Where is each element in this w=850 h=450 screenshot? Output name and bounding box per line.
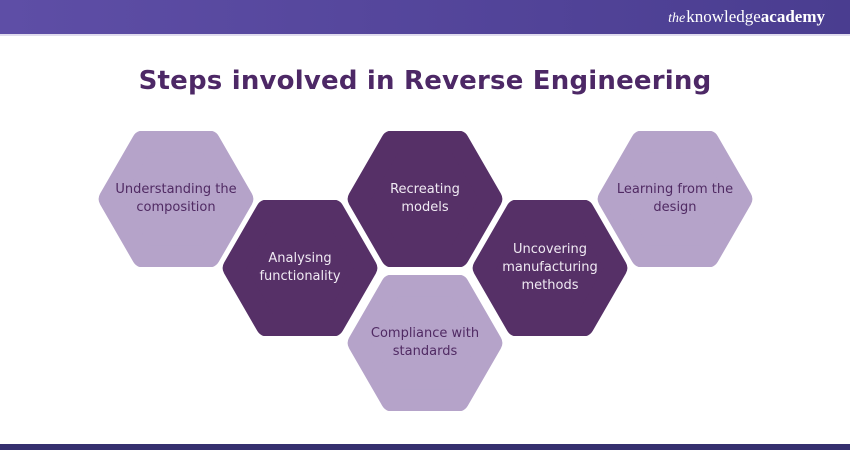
hexagon-label: Learning from the design [616, 182, 734, 215]
hexagon-label: Recreating models [390, 182, 460, 215]
hexagon-step-5: Uncovering manufacturing methods [471, 200, 629, 336]
hexagon-shape [347, 275, 503, 411]
logo-academy: academy [760, 7, 825, 26]
header-bar: theknowledgeacademy [0, 0, 850, 36]
hexagon-step-4: Compliance with standards [346, 275, 504, 411]
hexagon-label: Compliance with standards [370, 326, 480, 359]
logo-knowledge: knowledge [686, 7, 761, 26]
page-title: Steps involved in Reverse Engineering [138, 66, 712, 96]
hexagon-shape [347, 131, 503, 267]
hexagon-label: Uncovering manufacturing methods [502, 242, 598, 293]
footer-bar [0, 444, 850, 450]
hexagon-shape [472, 200, 628, 336]
hexagon-shape [98, 131, 254, 267]
hexagon-step-6: Learning from the design [596, 131, 754, 267]
brand-logo: theknowledgeacademy [668, 8, 825, 26]
hexagon-step-3: Recreating models [346, 131, 504, 267]
hexagon-shape [222, 200, 378, 336]
hexagon-label: Understanding the composition [115, 182, 237, 215]
hexagon-step-2: Analysing functionality [221, 200, 379, 336]
hexagon-label: Analysing functionality [259, 251, 341, 284]
logo-the: the [668, 11, 686, 26]
hexagon-shape [597, 131, 753, 267]
hexagon-step-1: Understanding the composition [97, 131, 255, 267]
